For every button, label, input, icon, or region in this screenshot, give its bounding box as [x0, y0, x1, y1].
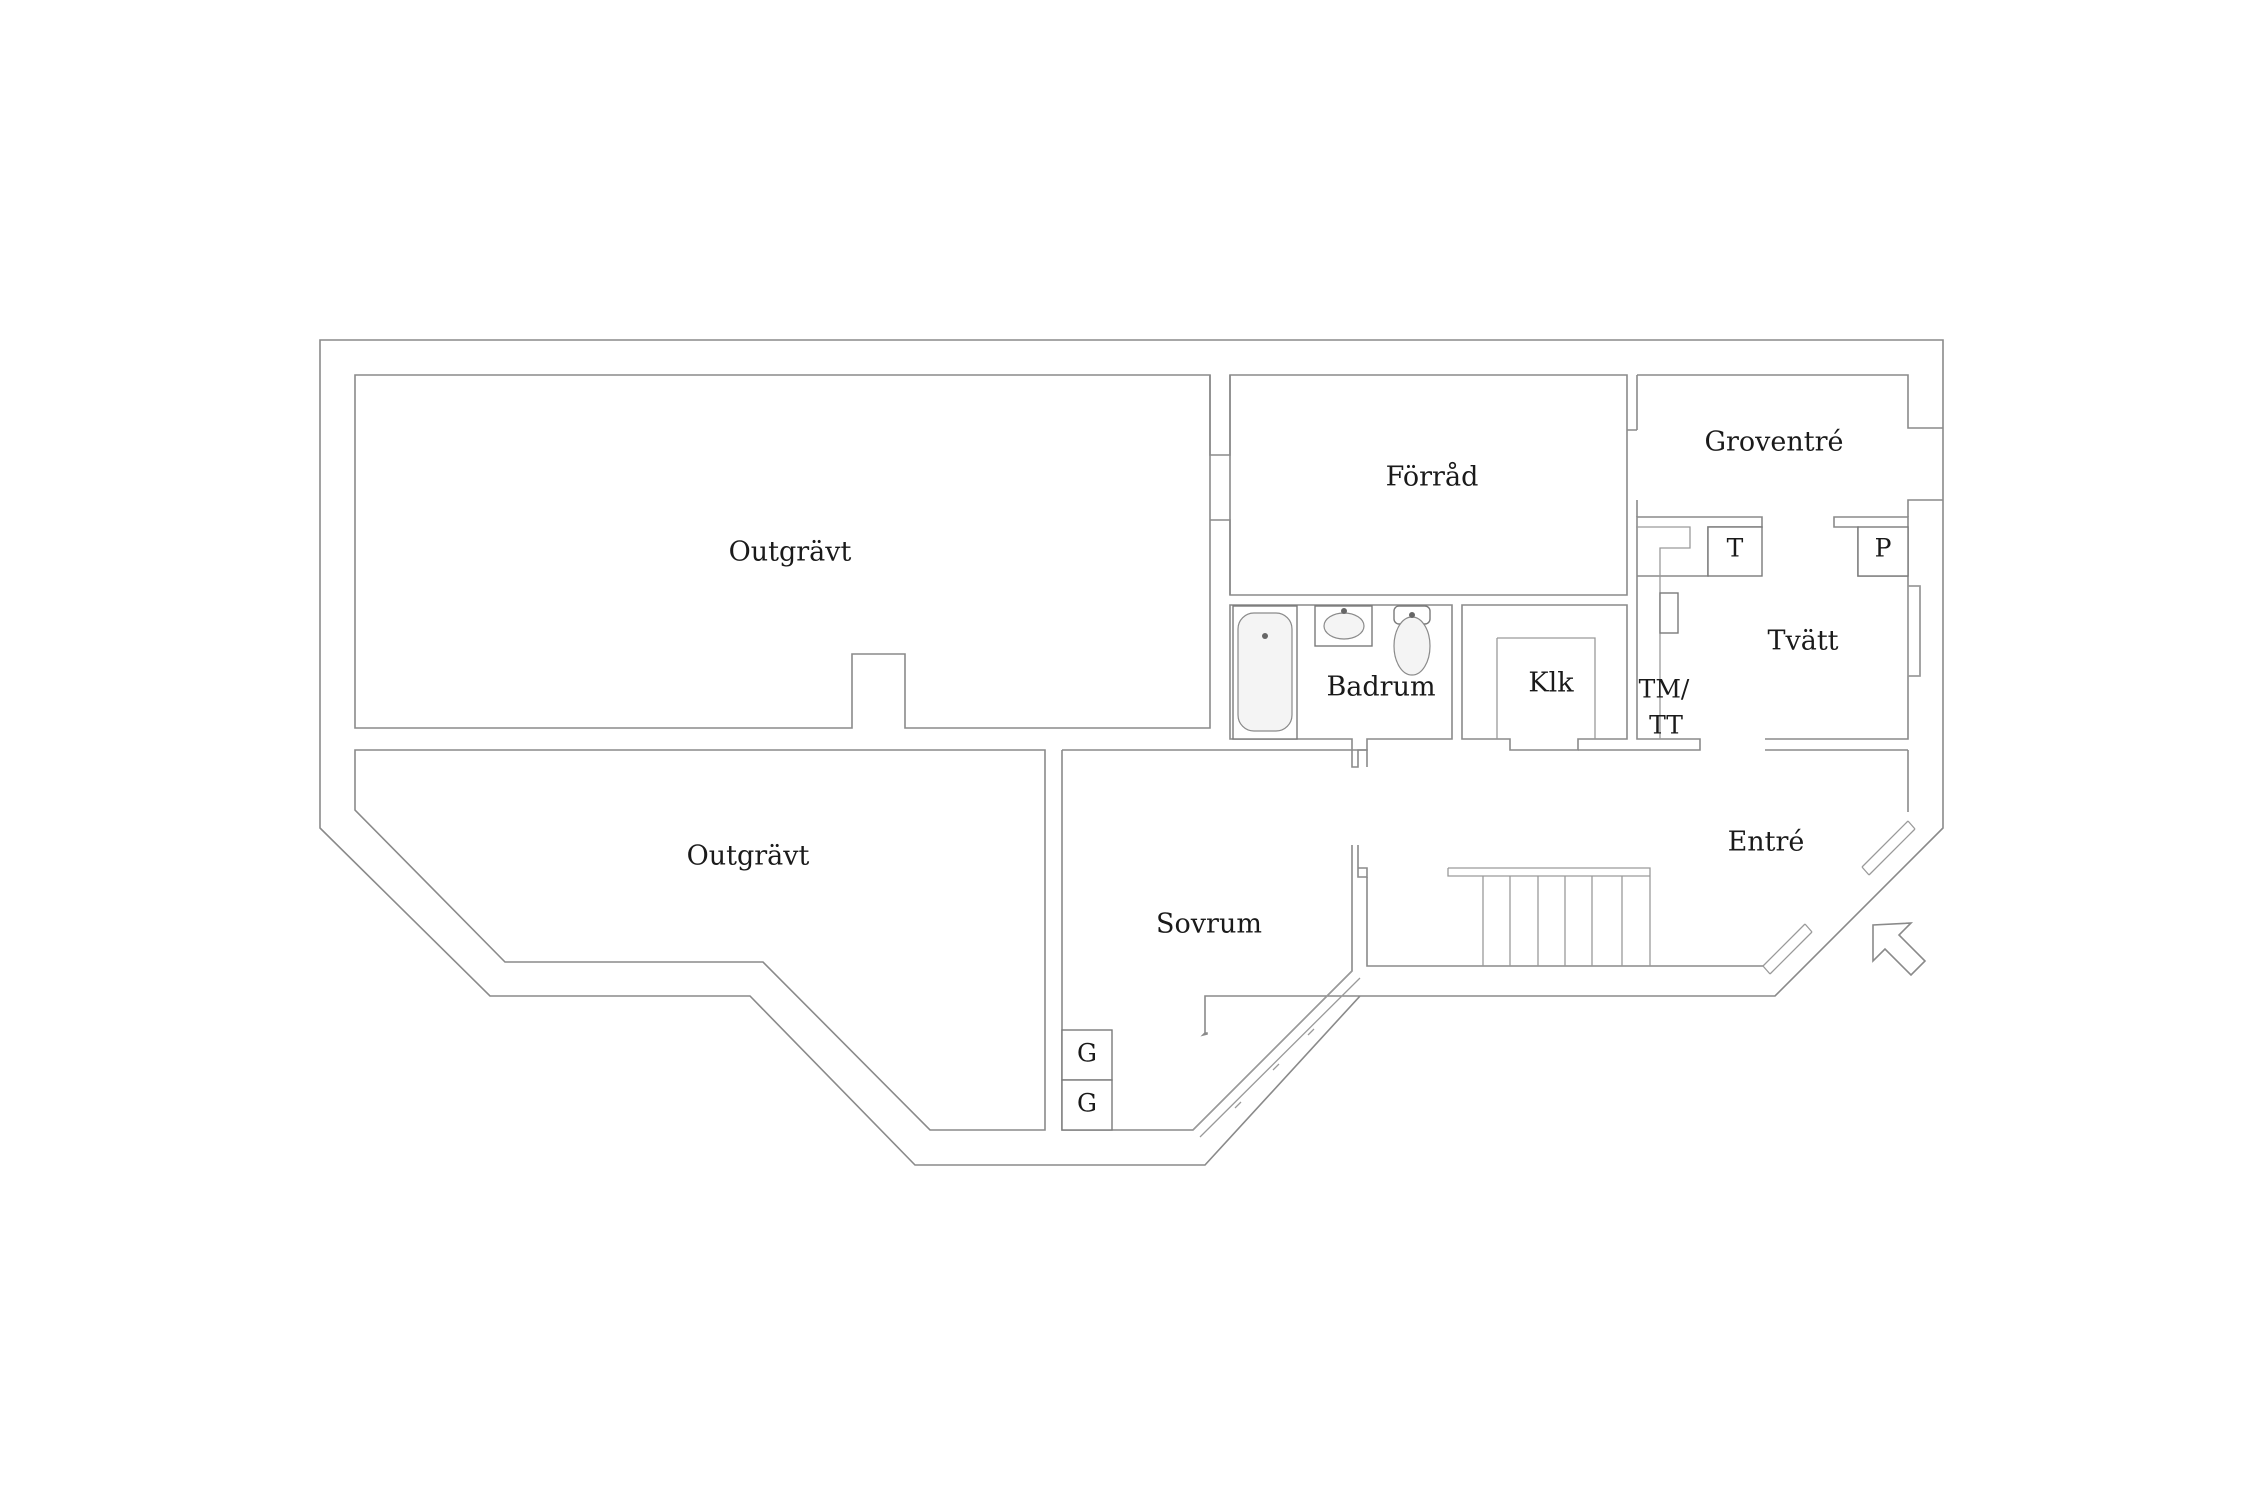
label-outgravt-top: Outgrävt: [729, 537, 852, 568]
stairs-icon: [1447, 867, 1651, 966]
window-tvatt: [1907, 585, 1921, 677]
label-groventre: Groventré: [1704, 427, 1843, 458]
g-box-1: [1061, 1029, 1113, 1081]
label-tvatt: Tvätt: [1767, 626, 1838, 657]
label-outgravt-bottom: Outgrävt: [687, 841, 810, 872]
bathtub-icon: [1232, 605, 1298, 740]
window-marks: [1234, 1028, 1315, 1109]
label-tm-line2: TT: [1649, 711, 1683, 740]
label-tm-line1: TM/: [1639, 675, 1690, 704]
g-box-2: [1061, 1079, 1113, 1131]
toilet-icon: [1393, 605, 1431, 676]
room-forrad: [1229, 374, 1628, 596]
label-sovrum: Sovrum: [1156, 909, 1262, 940]
window-sovrum: [1192, 970, 1361, 1138]
room-outgravt-bottom: [354, 749, 1046, 1131]
t-box: [1707, 526, 1763, 577]
room-groventre: [1627, 374, 1943, 517]
entrance-arrow-icon: [1872, 922, 1927, 977]
p-box-label: P: [1875, 534, 1892, 563]
room-entre: [1366, 749, 1908, 967]
label-badrum: Badrum: [1326, 672, 1435, 703]
window-entre-2: [1861, 820, 1916, 876]
g-box-2-label: G: [1077, 1089, 1097, 1118]
g-box-1-label: G: [1077, 1039, 1097, 1068]
room-outgravt-top: [354, 374, 1211, 729]
t-box-label: T: [1727, 534, 1744, 563]
p-box: [1857, 526, 1909, 577]
label-klk: Klk: [1528, 668, 1574, 699]
tm-cabinet-fixture: [1659, 592, 1679, 634]
wall-segment: [1209, 375, 1231, 595]
outer-wall: [319, 339, 1944, 1166]
klk-inner: [1496, 637, 1596, 739]
sink-icon: [1314, 605, 1373, 647]
window-entre-1: [1762, 923, 1813, 975]
label-entre: Entré: [1728, 827, 1805, 858]
label-forrad: Förråd: [1386, 461, 1479, 493]
interior-walls: [1229, 516, 1921, 812]
